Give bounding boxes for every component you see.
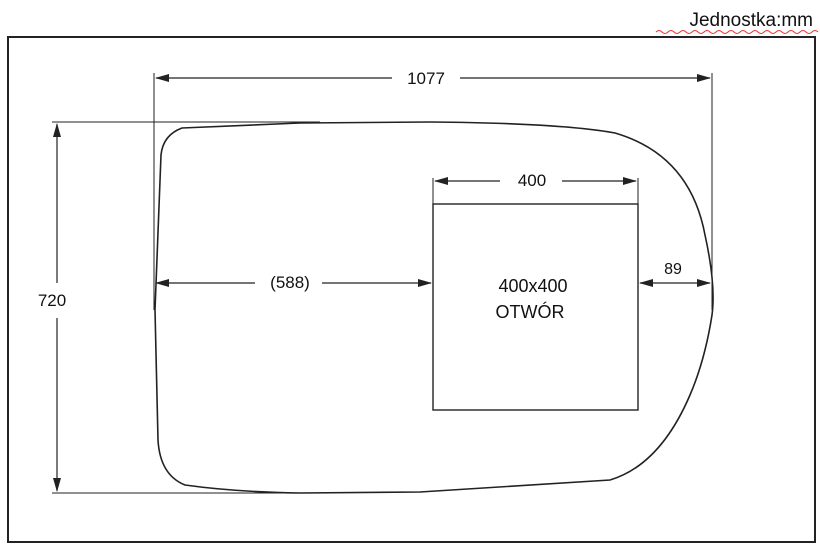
spellcheck-underline <box>655 30 819 34</box>
dimension-left-offset: (588) <box>270 273 310 292</box>
hole-name-label: OTWÓR <box>496 301 565 322</box>
drawing-frame <box>7 36 816 543</box>
dimension-total-width: 1077 <box>407 69 445 88</box>
dimension-right-offset: 89 <box>664 261 682 278</box>
dimension-hole-width: 400 <box>518 171 546 190</box>
dimension-total-height: 720 <box>38 291 66 310</box>
hole-size-label: 400x400 <box>498 276 567 296</box>
unit-label: Jednostka:mm <box>689 10 813 31</box>
hole-rectangle <box>432 203 639 411</box>
seat-outline <box>154 121 714 494</box>
